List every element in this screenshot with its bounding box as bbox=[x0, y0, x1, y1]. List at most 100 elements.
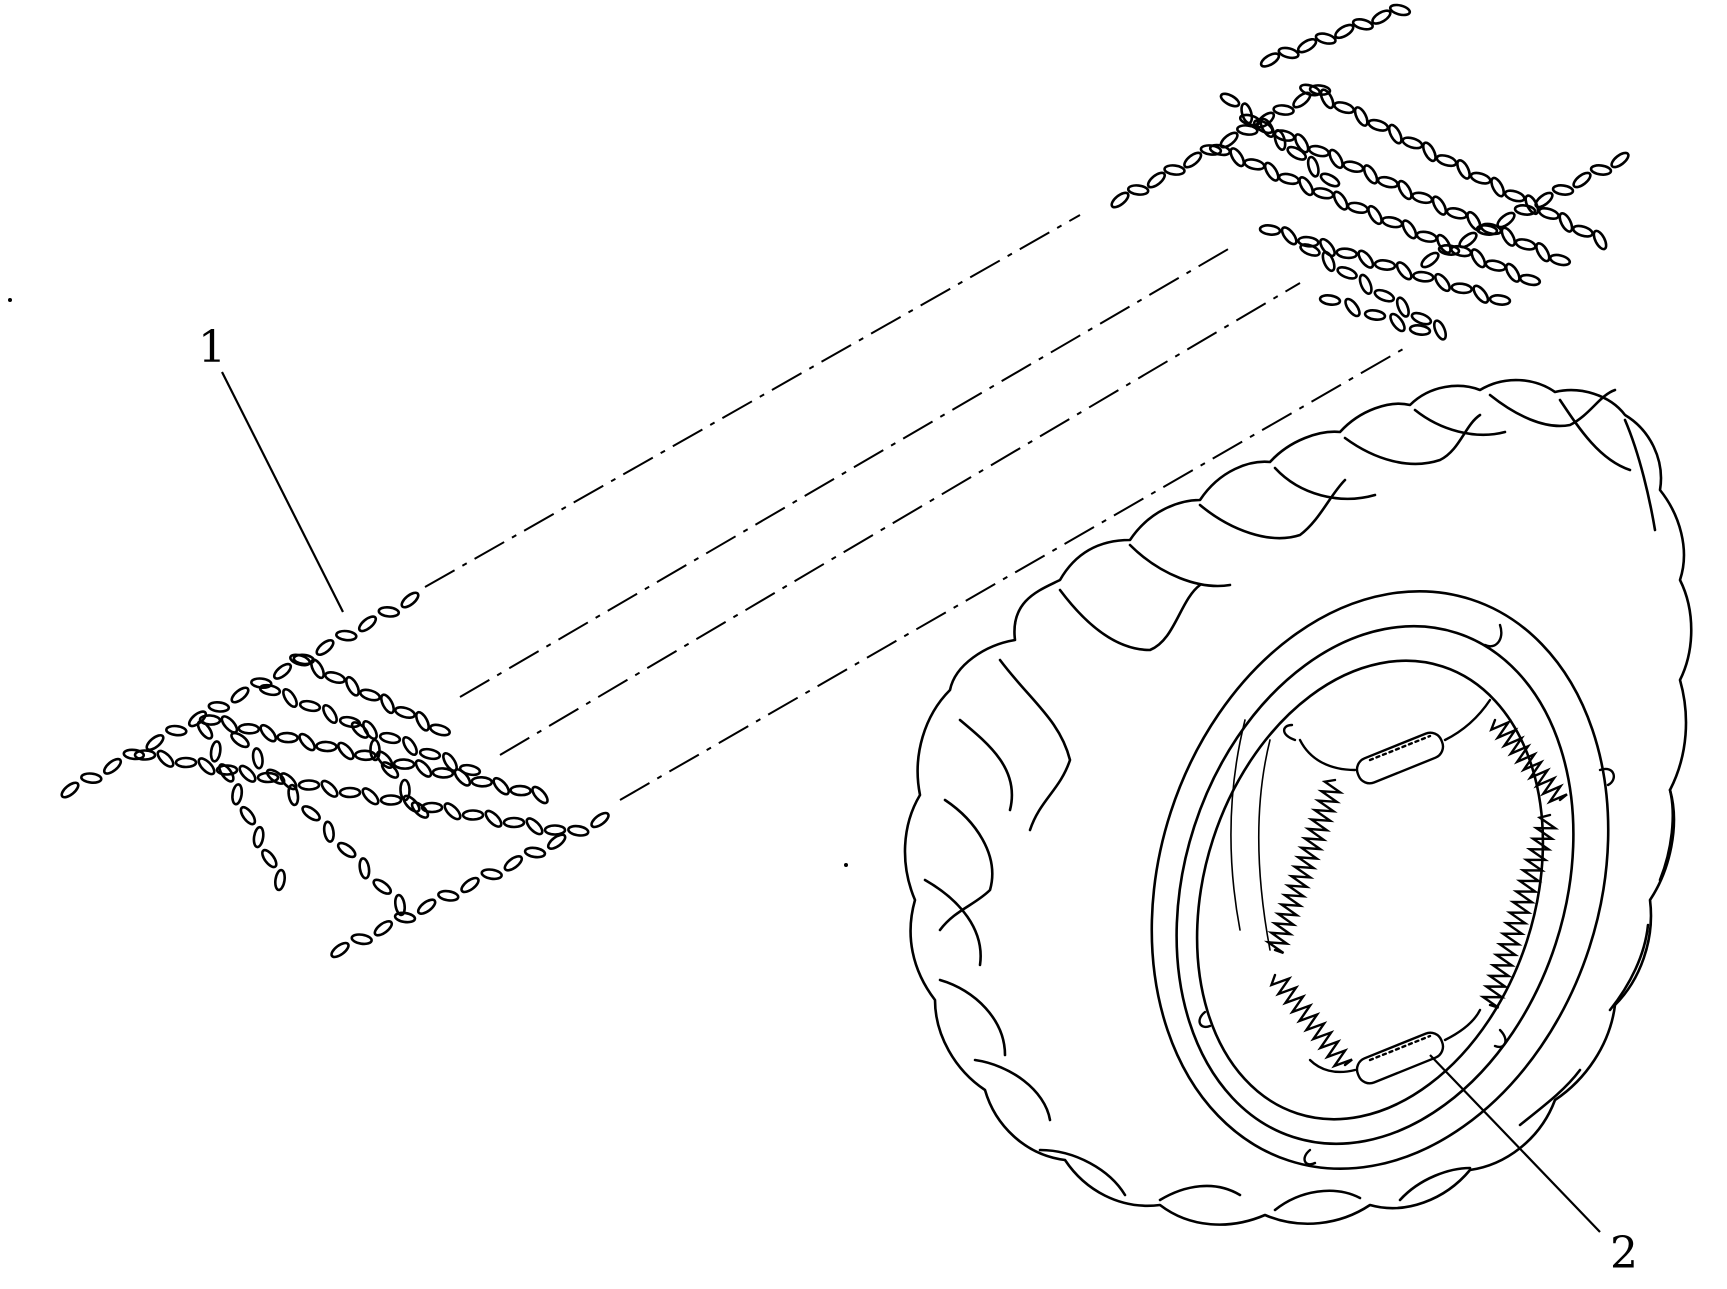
leader-lines bbox=[221, 371, 1601, 1233]
chain-link bbox=[1236, 124, 1259, 136]
chain-link bbox=[345, 675, 360, 697]
chain-link bbox=[272, 662, 293, 680]
chain-link bbox=[1277, 46, 1300, 60]
chain-link bbox=[1513, 204, 1537, 216]
chain-link bbox=[298, 699, 322, 713]
chain-link bbox=[322, 820, 335, 843]
chain-link bbox=[1219, 92, 1241, 108]
chain-link bbox=[1286, 145, 1308, 161]
chain-link bbox=[1388, 3, 1412, 17]
chain-link bbox=[354, 749, 377, 762]
chain-link bbox=[1397, 179, 1413, 201]
chain-link bbox=[336, 841, 357, 859]
chain-link bbox=[1332, 190, 1349, 211]
chain-link bbox=[1373, 288, 1396, 303]
chain-link bbox=[1163, 164, 1186, 176]
chain-link bbox=[431, 767, 455, 779]
chain-link bbox=[414, 759, 433, 778]
chain-link bbox=[1610, 151, 1630, 169]
tire-chain-upper-section bbox=[1110, 3, 1630, 341]
chain-link bbox=[1312, 187, 1335, 200]
scan-speck bbox=[8, 298, 12, 302]
chain-link bbox=[378, 731, 402, 745]
chain-link bbox=[1314, 32, 1337, 45]
wheel-rim-inner bbox=[1195, 659, 1545, 1121]
chain-link bbox=[220, 715, 239, 734]
chain-link bbox=[197, 757, 216, 776]
chain-link bbox=[1296, 37, 1318, 54]
chain-link bbox=[133, 749, 157, 761]
leader-line-2 bbox=[1429, 1054, 1601, 1233]
chain-link bbox=[145, 733, 165, 752]
chain-link bbox=[1280, 226, 1298, 246]
chain-link bbox=[1334, 23, 1355, 40]
chain-link bbox=[1535, 241, 1551, 263]
chain-link bbox=[156, 749, 175, 768]
chain-link bbox=[1504, 262, 1521, 283]
tension-springs bbox=[1263, 718, 1568, 1069]
chain-link bbox=[276, 731, 299, 744]
chain-link bbox=[1518, 273, 1542, 287]
chain-link bbox=[1410, 311, 1433, 326]
coil-spring bbox=[1479, 813, 1560, 1009]
chain-link bbox=[338, 786, 362, 799]
tire-chain-lower-section bbox=[60, 591, 610, 959]
chain-link bbox=[1243, 158, 1266, 171]
chain-link bbox=[1421, 141, 1437, 163]
chain-link bbox=[393, 911, 417, 924]
chain-link bbox=[1571, 224, 1594, 238]
chain-link bbox=[1415, 230, 1438, 243]
chain-link bbox=[239, 805, 257, 826]
hook bbox=[1198, 1010, 1212, 1029]
chain-link bbox=[418, 747, 442, 761]
chain-link bbox=[410, 801, 430, 819]
chain-link bbox=[196, 720, 214, 740]
chain-link bbox=[1371, 9, 1392, 25]
chain-link bbox=[590, 811, 610, 829]
chain-link bbox=[1367, 118, 1390, 132]
chain-link bbox=[380, 693, 395, 715]
chain-link bbox=[1126, 184, 1150, 196]
chain-link bbox=[350, 933, 373, 946]
chain-link bbox=[1484, 259, 1507, 272]
chain-link bbox=[337, 741, 355, 761]
chain-link bbox=[122, 748, 146, 761]
chain-link bbox=[1252, 119, 1274, 135]
chain-link bbox=[1395, 261, 1413, 281]
chain-link bbox=[402, 735, 418, 757]
chain-link bbox=[1273, 129, 1287, 151]
chain-link bbox=[1258, 224, 1282, 236]
chain-link bbox=[1293, 133, 1310, 154]
chain-link bbox=[1503, 189, 1526, 203]
chain-link bbox=[502, 816, 526, 829]
chain-link bbox=[429, 723, 451, 737]
chain-link bbox=[1306, 155, 1320, 178]
hook bbox=[1483, 623, 1503, 648]
chain-link bbox=[1351, 18, 1374, 31]
chain-link bbox=[1488, 294, 1512, 306]
chain-link bbox=[359, 688, 381, 702]
chain-link bbox=[393, 893, 407, 917]
chain-link bbox=[361, 787, 380, 806]
chain-link bbox=[322, 703, 338, 725]
chain-link bbox=[1358, 273, 1373, 295]
chain-link bbox=[1490, 176, 1506, 198]
chain-link bbox=[350, 721, 370, 739]
coil-spring bbox=[1269, 973, 1353, 1069]
chain-link bbox=[1346, 201, 1369, 215]
chain-link bbox=[102, 757, 123, 775]
chain-link bbox=[1229, 147, 1246, 168]
chain-link bbox=[460, 876, 480, 894]
chain-link bbox=[1376, 175, 1399, 189]
chain-link bbox=[297, 779, 321, 791]
chain-link bbox=[237, 722, 261, 735]
coil-spring bbox=[1263, 778, 1345, 955]
chain-link bbox=[1319, 172, 1341, 188]
wheel-rim-outer bbox=[1175, 624, 1575, 1146]
chain-link bbox=[470, 775, 494, 788]
chain-link bbox=[165, 724, 188, 737]
chain-link bbox=[231, 783, 244, 806]
turnbuckle-lower bbox=[1308, 1008, 1482, 1085]
chain-link bbox=[1319, 237, 1336, 258]
chain-tensioner-assembly bbox=[1198, 623, 1616, 1166]
